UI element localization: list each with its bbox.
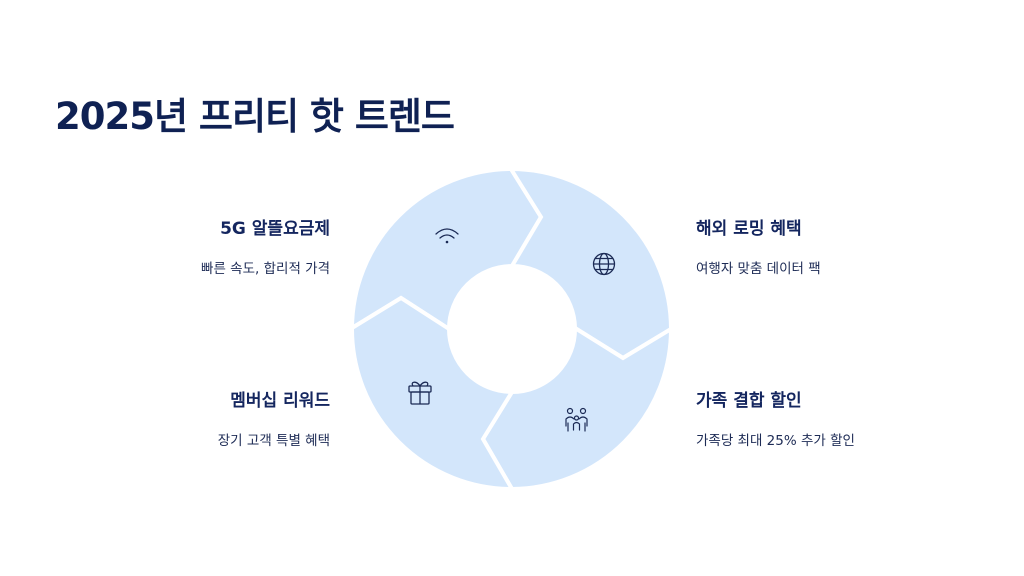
feature-membership: 멤버십 리워드 장기 고객 특별 혜택: [90, 386, 330, 449]
page-title: 2025년 프리티 핫 트렌드: [55, 95, 455, 138]
feature-5g-plan: 5G 알뜰요금제 빠른 속도, 합리적 가격: [90, 214, 330, 277]
segment-bottom-left: [349, 295, 516, 492]
feature-family-discount: 가족 결합 할인 가족당 최대 25% 추가 할인: [696, 386, 936, 449]
segment-bottom-right: [480, 324, 674, 492]
segment-top-left: [349, 166, 544, 333]
feature-heading: 해외 로밍 혜택: [696, 219, 802, 239]
feature-description: 가족당 최대 25% 추가 할인: [696, 433, 855, 449]
feature-heading: 5G 알뜰요금제: [220, 219, 330, 239]
feature-roaming: 해외 로밍 혜택 여행자 맞춤 데이터 팩: [696, 214, 936, 277]
feature-description: 빠른 속도, 합리적 가격: [201, 261, 330, 277]
feature-heading: 가족 결합 할인: [696, 391, 802, 411]
feature-heading: 멤버십 리워드: [230, 391, 330, 411]
segment-top-right: [507, 166, 674, 361]
feature-description: 장기 고객 특별 혜택: [217, 433, 330, 449]
globe-icon: [592, 252, 616, 276]
feature-description: 여행자 맞춤 데이터 팩: [696, 261, 821, 277]
wifi-icon: [435, 228, 459, 244]
gift-icon: [408, 381, 432, 405]
family-icon: [565, 407, 588, 432]
